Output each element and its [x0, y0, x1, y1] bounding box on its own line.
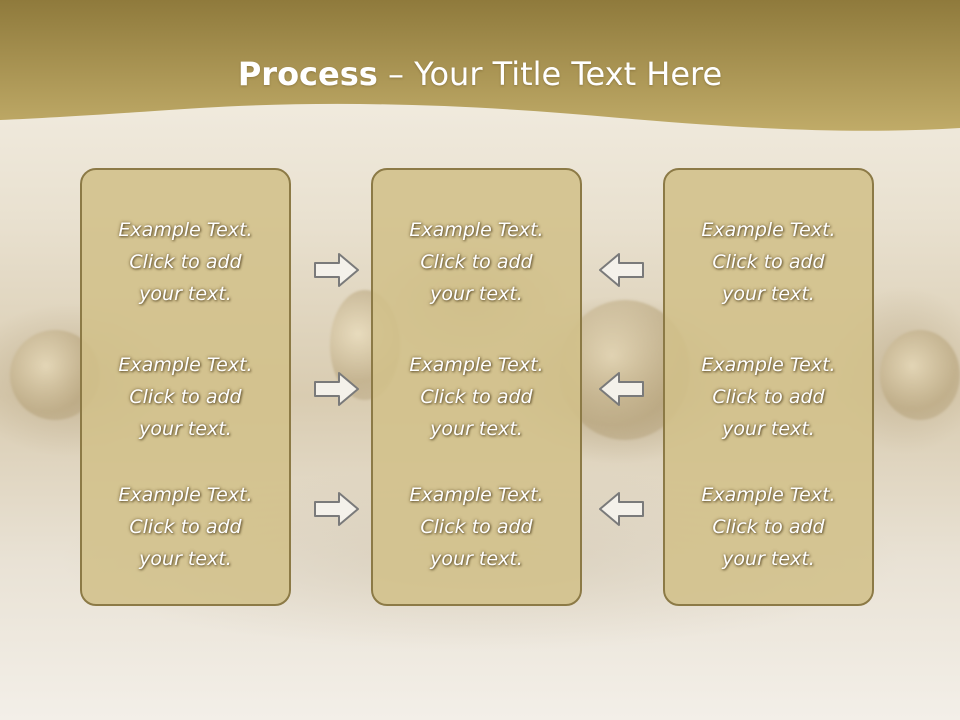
left-arrow-icon[interactable]: [597, 250, 645, 290]
text-line: your text.: [430, 548, 523, 570]
right-arrow-icon[interactable]: [313, 250, 361, 290]
text-line: your text.: [722, 283, 815, 305]
text-block[interactable]: Example Text. Click to add your text.: [82, 349, 289, 445]
coin-blur: [880, 330, 960, 420]
text-line: Example Text.: [701, 354, 836, 376]
slide-title[interactable]: Process – Your Title Text Here: [0, 52, 960, 96]
text-line: Click to add: [129, 386, 242, 408]
text-line: Click to add: [129, 251, 242, 273]
text-line: Example Text.: [118, 354, 253, 376]
left-arrow-icon[interactable]: [597, 369, 645, 409]
right-arrow-icon[interactable]: [313, 489, 361, 529]
text-line: your text.: [139, 548, 232, 570]
text-line: Click to add: [712, 386, 825, 408]
process-box-left[interactable]: Example Text. Click to add your text. Exam…: [80, 168, 291, 606]
text-line: Example Text.: [409, 484, 544, 506]
text-line: Example Text.: [409, 219, 544, 241]
text-block[interactable]: Example Text. Click to add your text.: [82, 479, 289, 575]
text-line: your text.: [722, 418, 815, 440]
text-line: Example Text.: [118, 219, 253, 241]
text-block[interactable]: Example Text. Click to add your text.: [665, 214, 872, 310]
text-line: Example Text.: [701, 219, 836, 241]
title-bold: Process: [237, 55, 378, 93]
title-rest: – Your Title Text Here: [377, 55, 723, 93]
text-line: Click to add: [712, 516, 825, 538]
text-line: Example Text.: [701, 484, 836, 506]
text-block[interactable]: Example Text. Click to add your text.: [665, 349, 872, 445]
text-block[interactable]: Example Text. Click to add your text.: [82, 214, 289, 310]
text-line: Click to add: [420, 516, 533, 538]
text-line: Example Text.: [118, 484, 253, 506]
text-line: your text.: [139, 418, 232, 440]
text-block[interactable]: Example Text. Click to add your text.: [665, 479, 872, 575]
text-line: Click to add: [420, 386, 533, 408]
text-block[interactable]: Example Text. Click to add your text.: [373, 479, 580, 575]
process-box-right[interactable]: Example Text. Click to add your text. Exam…: [663, 168, 874, 606]
text-block[interactable]: Example Text. Click to add your text.: [373, 214, 580, 310]
text-block[interactable]: Example Text. Click to add your text.: [373, 349, 580, 445]
header-band: [0, 0, 960, 131]
text-line: Example Text.: [409, 354, 544, 376]
text-line: your text.: [430, 418, 523, 440]
text-line: Click to add: [712, 251, 825, 273]
text-line: Click to add: [129, 516, 242, 538]
process-box-center[interactable]: Example Text. Click to add your text. Exam…: [371, 168, 582, 606]
text-line: your text.: [722, 548, 815, 570]
left-arrow-icon[interactable]: [597, 489, 645, 529]
text-line: your text.: [430, 283, 523, 305]
text-line: your text.: [139, 283, 232, 305]
right-arrow-icon[interactable]: [313, 369, 361, 409]
text-line: Click to add: [420, 251, 533, 273]
